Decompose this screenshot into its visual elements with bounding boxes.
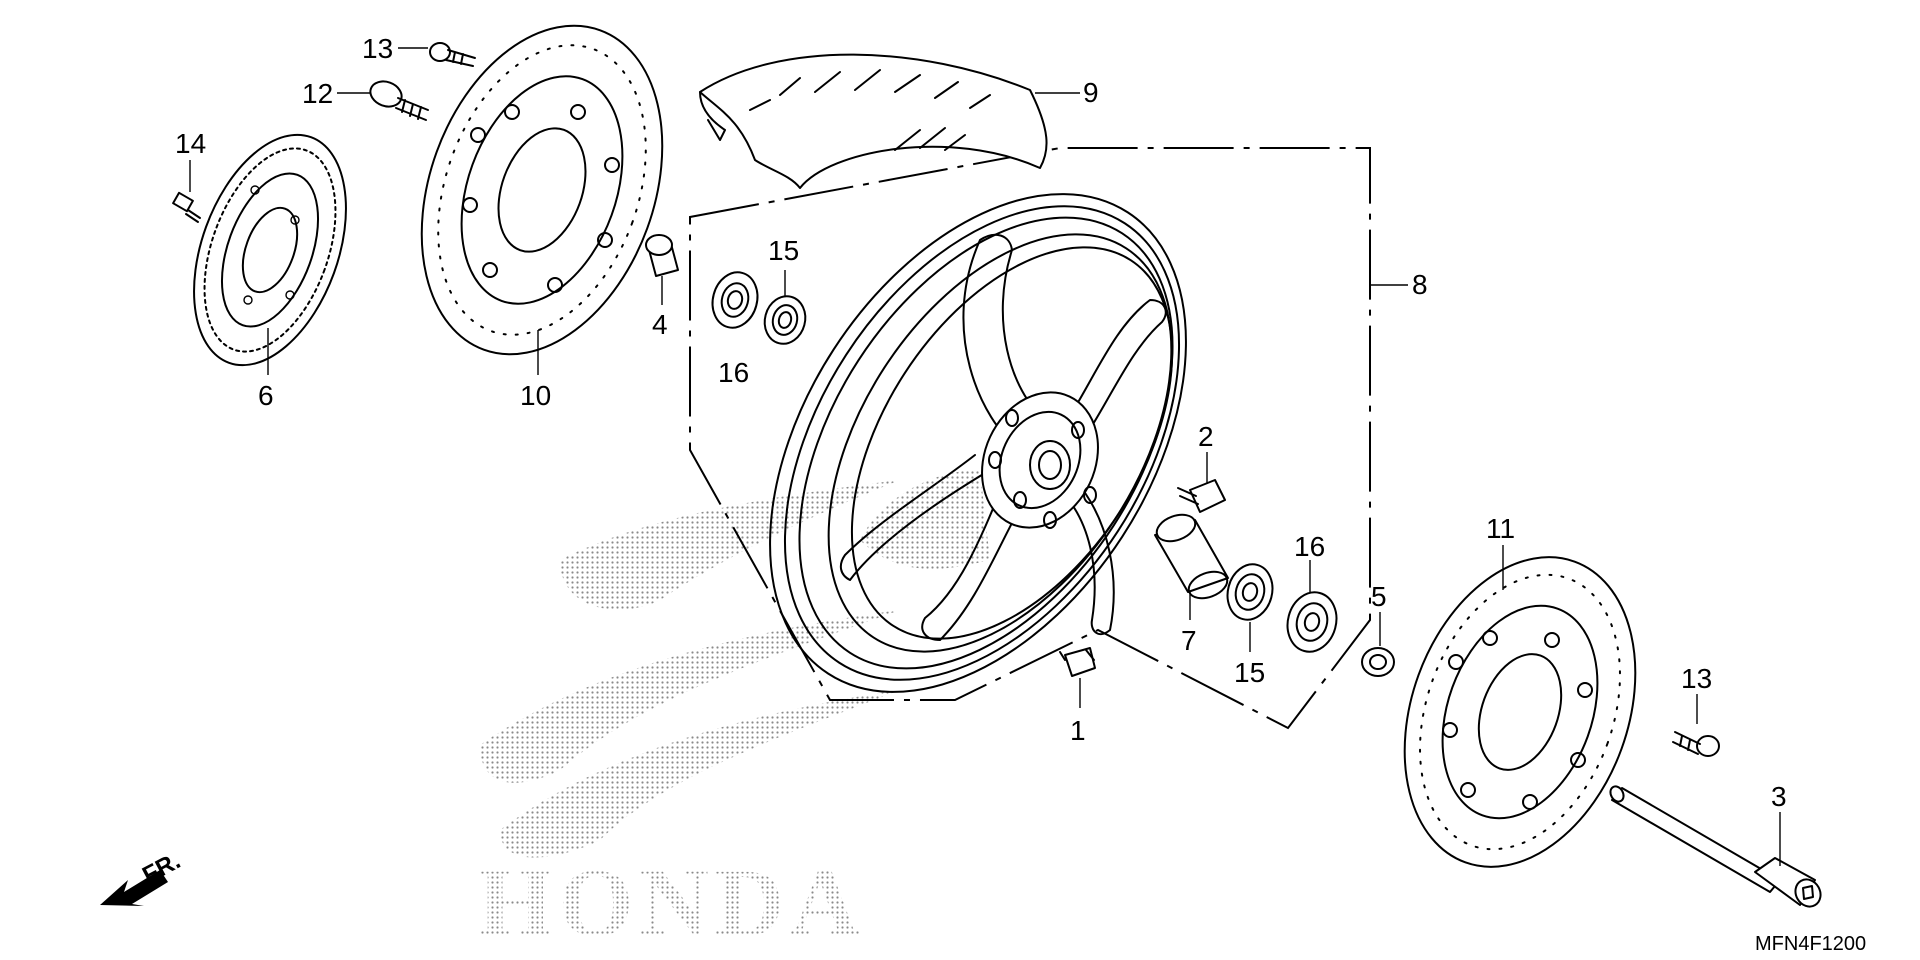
callout-3: 3 xyxy=(1771,781,1787,812)
callout-4: 4 xyxy=(652,309,668,340)
front-direction-arrow-icon: FR. xyxy=(100,847,185,906)
side-collar-right xyxy=(1361,647,1395,677)
pulser-ring xyxy=(193,133,347,367)
bearing-left-2 xyxy=(763,295,807,345)
balance-weight xyxy=(1059,647,1096,677)
side-collar xyxy=(645,234,679,277)
callout-2: 2 xyxy=(1198,421,1214,452)
brake-disc-left xyxy=(420,24,664,356)
callout-13-top: 13 xyxy=(362,33,393,64)
tire xyxy=(699,53,1048,189)
callout-labels: 1 2 3 4 5 6 7 8 9 10 11 12 13 13 14 15 1… xyxy=(175,33,1787,812)
callout-16-left: 16 xyxy=(718,357,749,388)
disc-bolt-top xyxy=(429,42,476,67)
callout-1: 1 xyxy=(1070,715,1086,746)
callout-11: 11 xyxy=(1486,513,1515,544)
callout-14: 14 xyxy=(175,128,206,159)
pulser-screw xyxy=(172,191,201,223)
callout-12: 12 xyxy=(302,78,333,109)
brake-disc-right xyxy=(1403,556,1637,868)
callout-7: 7 xyxy=(1181,625,1197,656)
bearing-left xyxy=(711,271,759,329)
honda-wordmark: HONDA xyxy=(478,849,865,956)
wheel-assembly-boundary xyxy=(689,147,1371,730)
callout-16-right: 16 xyxy=(1294,531,1325,562)
callout-10: 10 xyxy=(520,380,551,411)
callout-15-left: 15 xyxy=(768,235,799,266)
flange-bolt xyxy=(369,80,429,121)
wheel-rim xyxy=(769,193,1187,693)
bearing-right-2 xyxy=(1286,591,1338,653)
front-axle xyxy=(1609,785,1822,908)
honda-wing-watermark: HONDA xyxy=(478,470,990,956)
disc-bolt-right xyxy=(1672,731,1720,757)
callout-9: 9 xyxy=(1083,77,1099,108)
callout-15-right: 15 xyxy=(1234,657,1265,688)
diagram-code: MFN4F1200 xyxy=(1755,933,1866,955)
callout-6: 6 xyxy=(258,380,274,411)
callout-5: 5 xyxy=(1371,581,1387,612)
distance-collar xyxy=(1154,513,1229,600)
air-valve xyxy=(1177,479,1226,513)
callout-13-right: 13 xyxy=(1681,663,1712,694)
callout-8: 8 xyxy=(1412,269,1428,300)
bearing-right xyxy=(1226,563,1274,621)
